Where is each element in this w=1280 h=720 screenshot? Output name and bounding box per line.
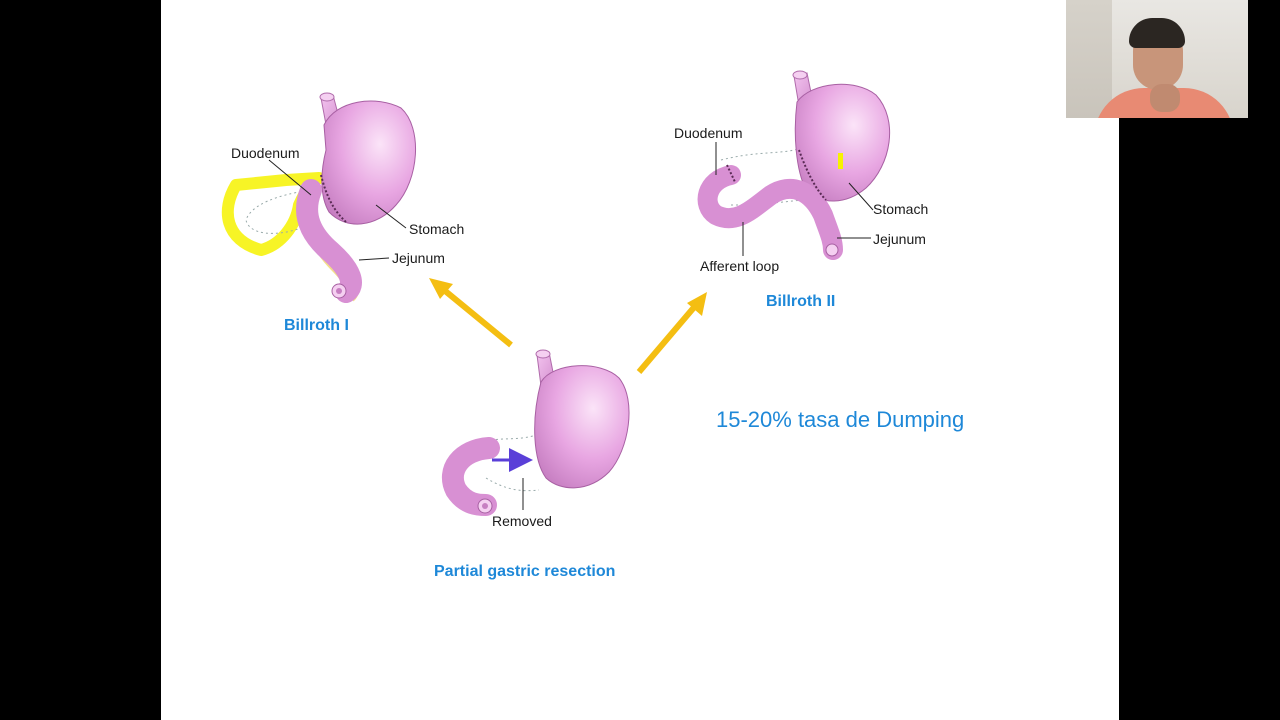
- billroth-2-caption: Billroth II: [766, 293, 835, 310]
- presenter-webcam: [1066, 0, 1248, 118]
- presentation-slide: Duodenum Stomach Jejunum Billroth I: [161, 0, 1119, 720]
- stomach-shape: [794, 83, 890, 202]
- arrow-to-billroth-1: [429, 278, 513, 348]
- duodenum-label: Duodenum: [674, 125, 743, 141]
- partial-resection-caption: Partial gastric resection: [434, 563, 615, 580]
- afferent-loop-label: Afferent loop: [700, 258, 779, 274]
- partial-resection-diagram: Removed Partial gastric resection: [434, 349, 630, 580]
- billroth-1-caption: Billroth I: [284, 317, 349, 334]
- arrow-to-billroth-2: [636, 292, 707, 374]
- stomach-shape: [534, 365, 630, 489]
- jejunum-label: Jejunum: [392, 250, 445, 266]
- stomach-label: Stomach: [873, 201, 928, 217]
- slide-diagram: Duodenum Stomach Jejunum Billroth I: [221, 70, 964, 580]
- stomach-shape: [321, 100, 417, 225]
- stomach-label: Stomach: [409, 221, 464, 237]
- jejunum-label: Jejunum: [873, 231, 926, 247]
- removed-label: Removed: [492, 513, 552, 529]
- billroth-2-diagram: Duodenum Stomach Jejunum Afferent loop B…: [674, 70, 928, 310]
- duodenum-label: Duodenum: [231, 145, 300, 161]
- billroth-1-diagram: Duodenum Stomach Jejunum Billroth I: [221, 92, 464, 334]
- dumping-rate-text: 15-20% tasa de Dumping: [716, 407, 964, 432]
